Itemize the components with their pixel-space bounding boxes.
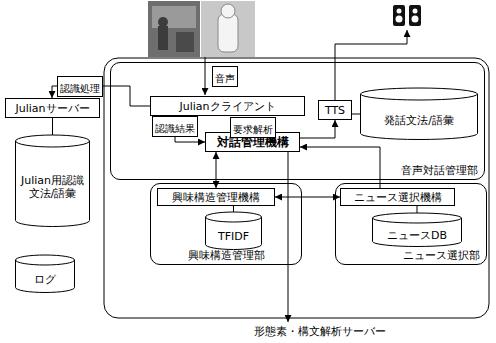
- database-cylinder: Julian用認識文法/語彙: [15, 135, 90, 227]
- cylinder-lip: [373, 218, 462, 223]
- subsystem-region: ニュース選択部 ニュース選択機構ニュースDB: [335, 183, 487, 265]
- speaker-left: [393, 5, 405, 26]
- connector: [417, 206, 418, 213]
- cylinder-body: [206, 212, 262, 250]
- photo-robot-head: [221, 4, 235, 18]
- node-text: 興味構造管理機構: [172, 191, 260, 204]
- server-label: 形態素・構文解析サーバー: [225, 322, 415, 340]
- cylinder-lip: [16, 141, 90, 147]
- connector: [300, 120, 335, 138]
- node-text: Julianサーバー: [15, 102, 89, 115]
- speaker-cone: [396, 16, 403, 23]
- server-box: Julianサーバー: [5, 98, 100, 118]
- cylinder-lip: [206, 217, 262, 222]
- speaker-icon: [393, 5, 421, 26]
- photo-desk: [176, 32, 194, 52]
- photo-person: [158, 26, 168, 50]
- node-text: Julianクライアント: [179, 100, 275, 113]
- photo-illustration: [148, 1, 255, 57]
- database-cylinder: ニュースDB: [372, 213, 462, 247]
- cylinder-body: [16, 255, 75, 293]
- speaker-cone: [397, 9, 402, 14]
- speaker-cone: [413, 9, 418, 14]
- node-text: 形態素・構文解析サーバー: [254, 325, 386, 338]
- node-text: 音声対話管理部: [401, 164, 478, 177]
- photo-wall: [152, 6, 196, 28]
- node-text: 興味構造管理部: [188, 249, 265, 262]
- node-text: TTS: [325, 104, 345, 117]
- cylinder-lip: [361, 94, 478, 100]
- node-text: ニュース選択部: [403, 249, 480, 262]
- photo-robot-body: [218, 14, 238, 52]
- process-box: ニュース選択機構: [340, 188, 455, 206]
- speaker-right: [409, 5, 421, 26]
- flow-label-tag: 音声: [212, 66, 238, 87]
- node-text: 発話文法/語彙: [384, 114, 454, 127]
- log-cylinder: ログ: [15, 255, 75, 293]
- flow-label: 要求解析: [233, 124, 273, 135]
- database-cylinder: TFIDF: [205, 212, 262, 250]
- system-boundary: [104, 58, 489, 318]
- photo-robot-bg: [201, 1, 255, 57]
- edge-label-tag: 認識結果: [152, 116, 198, 137]
- connector: [52, 118, 53, 135]
- connector: [275, 197, 340, 198]
- node-text: TFIDF: [218, 230, 249, 243]
- node-text: Julian用認識文法/語彙: [19, 174, 86, 200]
- photo-room: [148, 1, 200, 57]
- node-text: ログ: [34, 273, 56, 286]
- flow-label: 音声: [215, 73, 235, 84]
- edge-label-tag: 認識処理: [57, 76, 103, 97]
- cylinder-body: [373, 213, 462, 247]
- database-cylinder: 発話文法/語彙: [360, 88, 478, 140]
- photo-person-head: [158, 17, 168, 27]
- process-box: Julianクライアント: [150, 96, 305, 116]
- connector: [233, 206, 234, 212]
- subsystem-region: 興味構造管理部 興味構造管理機構 TFIDF: [150, 183, 302, 265]
- edge-label: 認識結果: [155, 123, 195, 134]
- connector: [300, 147, 380, 188]
- connector: [352, 114, 360, 115]
- cylinder-body: [361, 88, 478, 140]
- cylinder-body: [16, 135, 90, 227]
- cylinder-lip: [16, 260, 75, 265]
- speaker-cone: [412, 16, 419, 23]
- node-text: ニュースDB: [387, 229, 447, 242]
- edge-label: 認識処理: [60, 83, 100, 94]
- process-box: 興味構造管理機構: [157, 188, 275, 206]
- process-box: TTS: [318, 100, 352, 120]
- connector: [288, 152, 289, 322]
- flow-label-tag: 要求解析: [230, 117, 276, 138]
- node-text: ニュース選択機構: [354, 191, 442, 204]
